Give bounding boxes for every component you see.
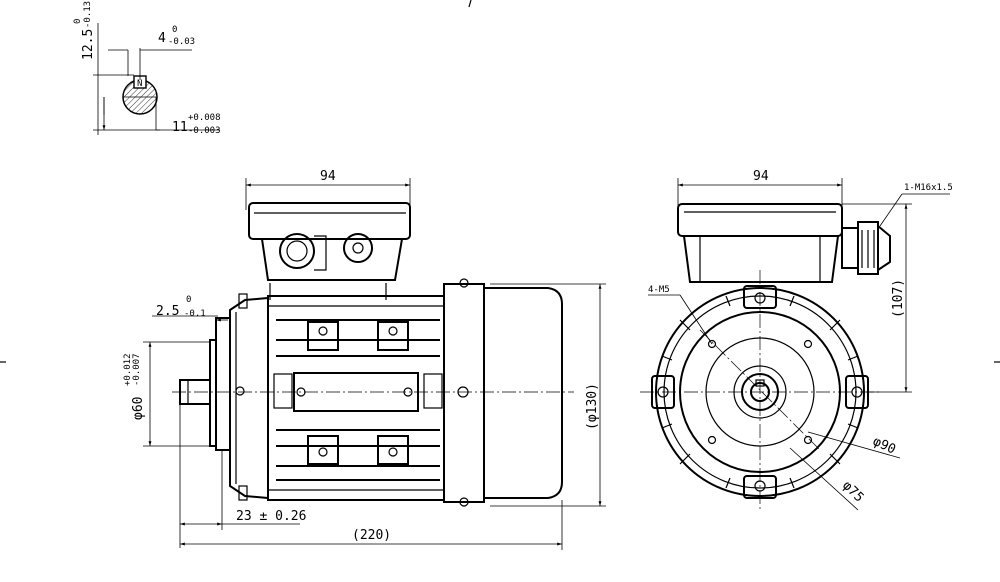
side-terminal-box [248, 202, 411, 300]
svg-text:N: N [137, 79, 142, 89]
shaft-dia-label: 11 [172, 120, 188, 135]
key-depth-tol-upper: 0 [73, 19, 83, 24]
side-flange [209, 293, 269, 501]
motor-side-view: 94 [123, 169, 606, 550]
flange-offset-label: 2.5 [156, 304, 179, 319]
end-height-label: (107) [891, 279, 906, 318]
side-terminal-box-width: 94 [320, 169, 336, 184]
spigot-dia-tol-upper: +0.012 [123, 353, 133, 386]
overall-length-label: (220) [352, 528, 391, 543]
shaft-dia-tol-upper: +0.008 [188, 113, 221, 123]
cable-gland [841, 221, 891, 275]
flange-offset-tol-upper: 0 [186, 295, 191, 305]
shaft-dia-tol-lower: -0.003 [188, 126, 221, 136]
key-width-tol-lower: -0.03 [168, 37, 195, 47]
key-width-label: 4 [158, 31, 166, 46]
end-terminal-box-width: 94 [753, 169, 769, 184]
side-body [235, 295, 445, 501]
shaft-length-label: 23 ± 0.26 [236, 509, 306, 524]
side-fan-cover [443, 278, 563, 507]
spigot-dia-tol-lower: -0.007 [132, 353, 142, 386]
key-depth-tol-lower: -0.13 [83, 1, 93, 28]
shaft-key-detail: N 12.5 0 -0.13 4 0 -0.03 11 +0.008 -0.00… [73, 1, 221, 136]
motor-end-view: 94 1-M16x1.5 [640, 169, 953, 512]
hole-callout-label: 4-M5 [648, 285, 670, 295]
frame-height-label: (φ130) [585, 383, 600, 430]
page-edge-marks [0, 0, 1000, 363]
pcd-outer-label: φ90 [870, 434, 898, 458]
key-width-tol-upper: 0 [172, 25, 177, 35]
key-depth-label: 12.5 [81, 29, 96, 60]
pcd-inner-label: φ75 [839, 478, 866, 505]
spigot-dia-label: φ60 [131, 397, 146, 420]
flange-offset-tol-lower: -0.1 [184, 309, 206, 319]
end-terminal-box [677, 203, 843, 283]
cable-gland-label: 1-M16x1.5 [904, 183, 953, 193]
